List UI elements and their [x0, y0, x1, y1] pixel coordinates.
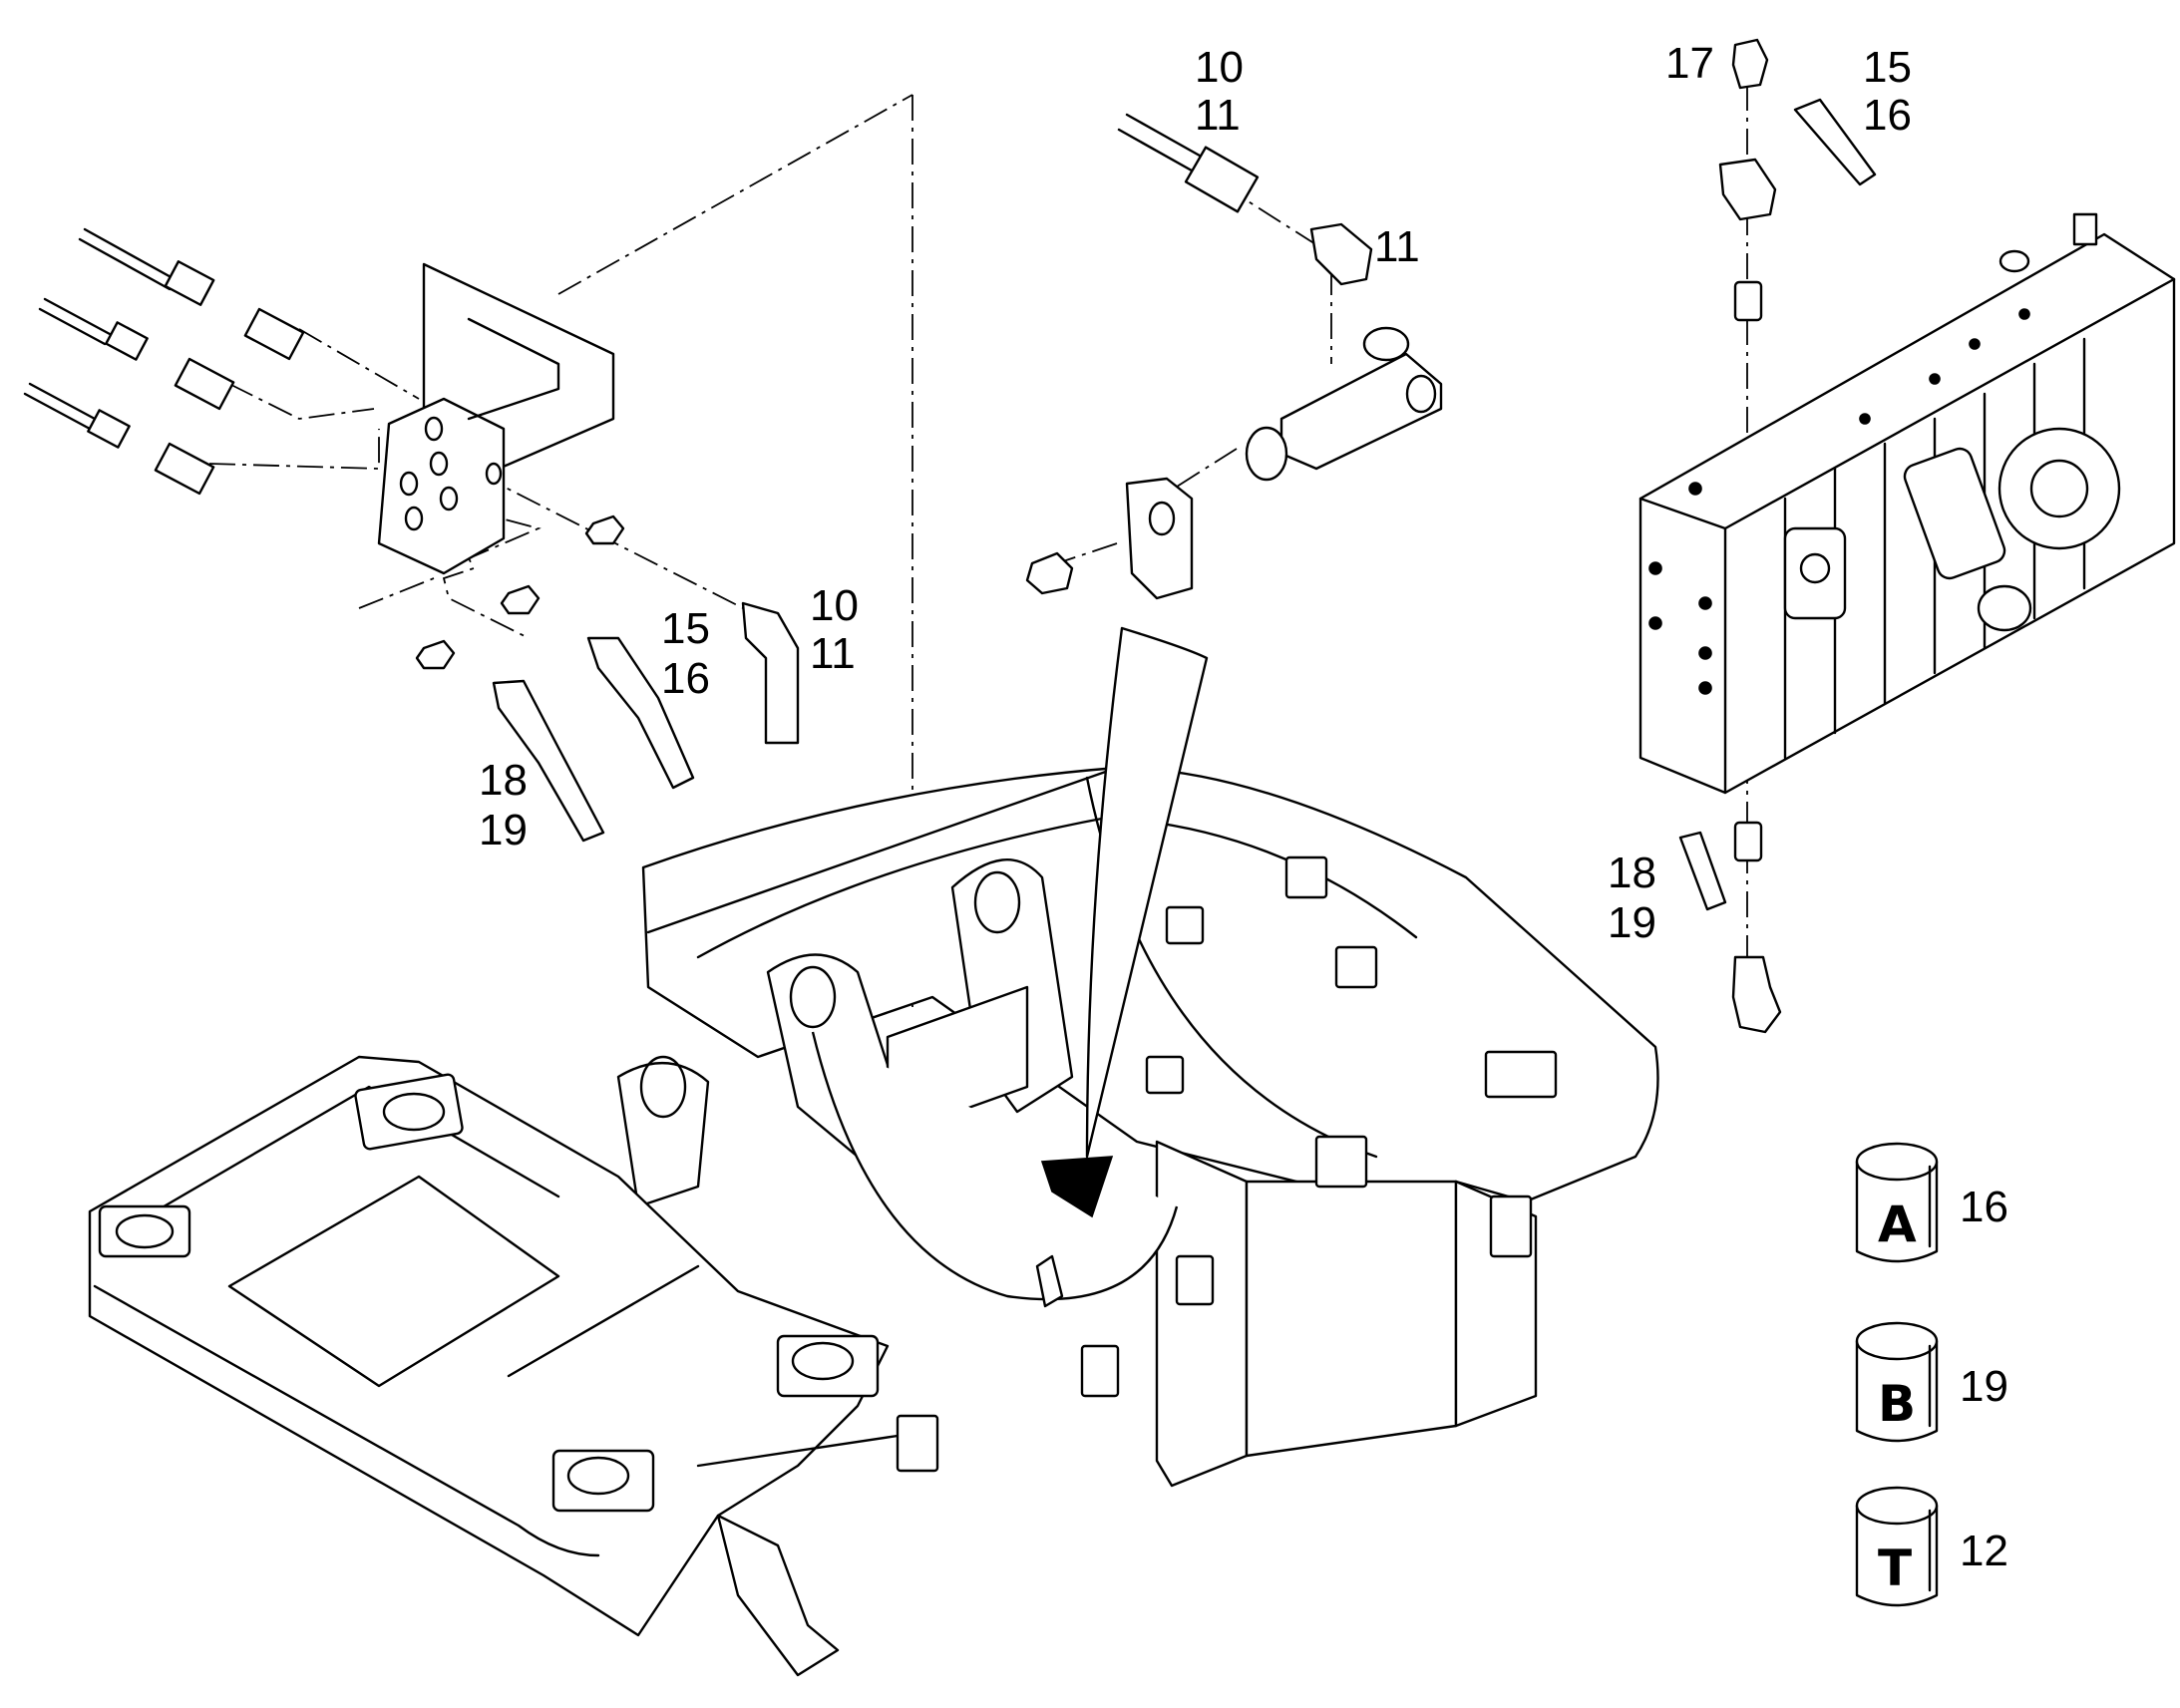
legend-bottles: A B T [1855, 1142, 1939, 1607]
legend-letter-t: T [1878, 1539, 1912, 1597]
legend-letter-a: A [1878, 1196, 1917, 1253]
chassis-frame [616, 626, 1659, 1488]
callout-19-left: 19 [479, 806, 528, 854]
callout-15-left: 15 [661, 604, 710, 653]
legend-bottle-a: A [1855, 1142, 1939, 1263]
callout-17: 17 [1665, 39, 1714, 88]
valve-center [1025, 326, 1443, 600]
callout-19-right: 19 [1608, 898, 1656, 947]
legend-bottle-t: T [1855, 1486, 1939, 1607]
callout-11-elbow: 11 [1374, 222, 1420, 271]
legend-bottle-b: B [1855, 1321, 1939, 1443]
legend-number-t: 12 [1960, 1527, 2008, 1575]
callout-16-right: 16 [1863, 91, 1912, 140]
callout-18-right: 18 [1608, 849, 1656, 897]
hose-fittings-left [23, 227, 305, 496]
legend-numbers: 16 19 12 [1960, 1183, 2008, 1575]
hose-top-center [1117, 113, 1373, 286]
track-frame [88, 1055, 939, 1677]
callout-10-top: 10 [1195, 43, 1244, 92]
callout-18-left: 18 [479, 756, 528, 805]
control-valve-block [1638, 212, 2176, 795]
legend-letter-b: B [1878, 1375, 1916, 1433]
callout-labels: 10 11 11 17 15 16 10 11 15 16 18 19 18 1… [479, 39, 1912, 947]
callout-10-left: 10 [810, 581, 859, 630]
nuts-and-elbows-left [415, 514, 800, 843]
callout-11-left: 11 [810, 629, 856, 678]
legend-number-b: 19 [1960, 1362, 2008, 1411]
callout-16-left: 16 [661, 654, 710, 703]
callout-11-top: 11 [1195, 91, 1241, 140]
legend-number-a: 16 [1960, 1183, 2008, 1231]
bracket-plate [377, 262, 615, 575]
callout-15-right: 15 [1863, 43, 1912, 92]
fittings-right-column [1678, 38, 1877, 1034]
